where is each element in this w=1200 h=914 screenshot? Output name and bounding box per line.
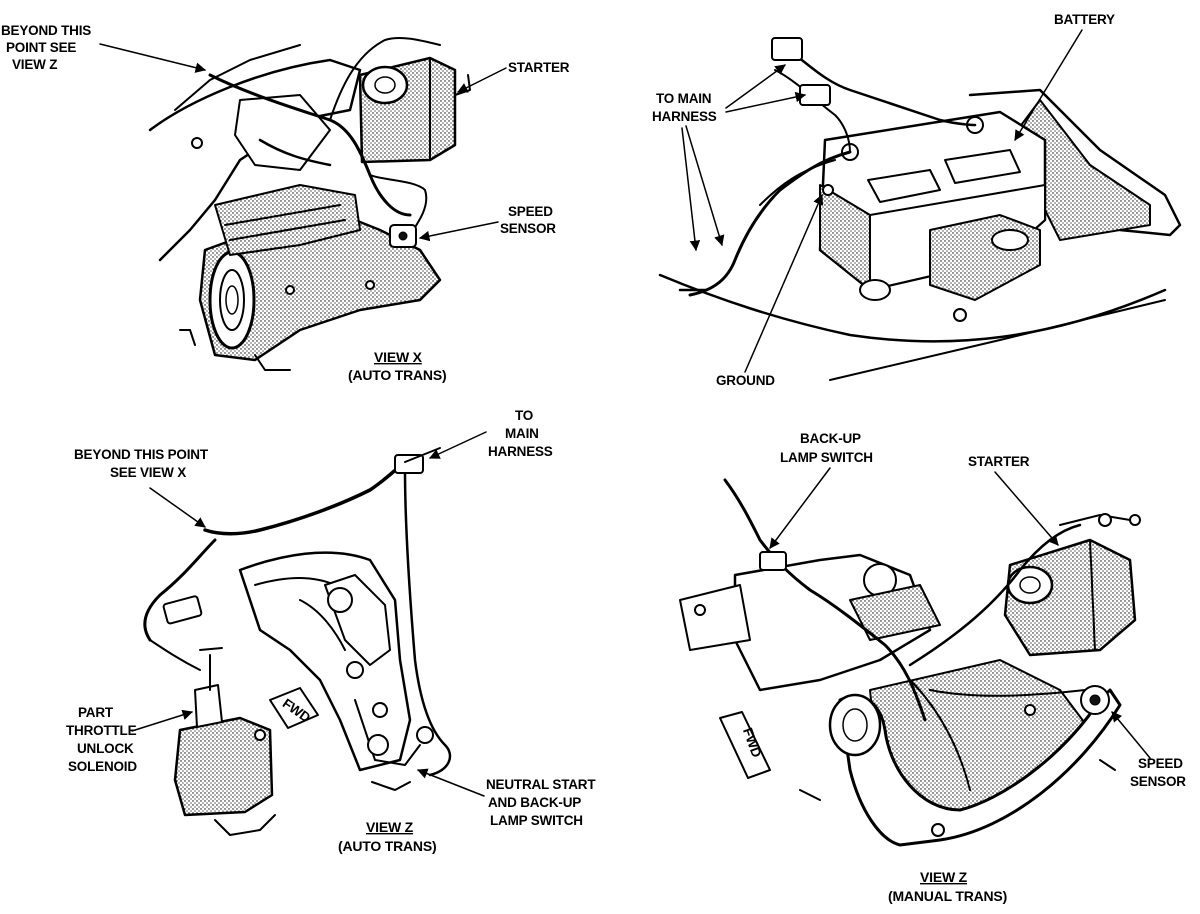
ground-text: GROUND bbox=[716, 373, 775, 388]
leader-neutral bbox=[417, 768, 485, 797]
leader-backup bbox=[769, 467, 831, 549]
view-x-caption: VIEW X (AUTO TRANS) bbox=[348, 349, 447, 383]
battery-label-battery: BATTERY bbox=[1014, 12, 1115, 141]
battery-drawing bbox=[658, 37, 1182, 381]
leader-harness-a bbox=[725, 64, 786, 109]
view-z-auto-label-to-main: TO MAIN HARNESS bbox=[429, 408, 553, 459]
view-x-speed-line1: SPEED bbox=[508, 204, 553, 219]
view-z-auto-label-beyond-x: BEYOND THIS POINT SEE VIEW X bbox=[74, 447, 209, 528]
pto-line1: PART bbox=[78, 705, 114, 720]
leader-beyond-x bbox=[149, 487, 206, 528]
view-x-beyond-z-line1: BEYOND THIS bbox=[1, 23, 91, 38]
pto-line2: THROTTLE bbox=[66, 723, 137, 738]
view-z-manual-drawing: FWD bbox=[679, 478, 1141, 847]
panel-view-x: BEYOND THIS POINT SEE VIEW Z STARTER SPE… bbox=[1, 23, 570, 383]
battery-label-ground: GROUND bbox=[716, 194, 824, 388]
view-x-speed-line2: SENSOR bbox=[500, 221, 556, 236]
backup-line2: LAMP SWITCH bbox=[780, 450, 873, 465]
view-x-label-beyond-z: BEYOND THIS POINT SEE VIEW Z bbox=[1, 23, 207, 73]
view-x-beyond-z-line2: POINT SEE bbox=[6, 40, 76, 55]
leader-starter-x bbox=[457, 67, 507, 93]
view-z-auto-caption: VIEW Z (AUTO TRANS) bbox=[338, 819, 437, 854]
view-z-manual-label-backup: BACK-UP LAMP SWITCH bbox=[769, 431, 873, 549]
leader-speed-manual bbox=[1111, 711, 1151, 759]
view-z-auto-drawing: FWD bbox=[143, 447, 452, 836]
view-x-label-speed-sensor: SPEED SENSOR bbox=[418, 204, 556, 242]
view-z-auto-label-neutral: NEUTRAL START AND BACK-UP LAMP SWITCH bbox=[417, 768, 597, 828]
pto-line3: UNLOCK bbox=[77, 741, 134, 756]
view-x-starter-text: STARTER bbox=[508, 60, 570, 75]
leader-speed-x bbox=[418, 221, 499, 242]
battery-to-main-line2: HARNESS bbox=[652, 109, 717, 124]
pto-line4: SOLENOID bbox=[68, 759, 137, 774]
view-z-manual-caption-subtitle: (MANUAL TRANS) bbox=[888, 888, 1007, 904]
neutral-line1: NEUTRAL START bbox=[486, 777, 596, 792]
leader-ground bbox=[744, 194, 824, 373]
leader-beyond-z bbox=[99, 43, 207, 73]
neutral-line2: AND BACK-UP bbox=[488, 795, 581, 810]
view-z-manual-label-starter: STARTER bbox=[968, 454, 1059, 546]
view-x-caption-subtitle: (AUTO TRANS) bbox=[348, 367, 446, 383]
view-x-caption-title: VIEW X bbox=[374, 349, 423, 365]
battery-to-main-line1: TO MAIN bbox=[656, 91, 711, 106]
leader-harness-c bbox=[681, 127, 701, 252]
beyond-x-line1: BEYOND THIS POINT bbox=[74, 447, 209, 462]
view-z-auto-caption-subtitle: (AUTO TRANS) bbox=[338, 838, 436, 854]
view-z-auto-label-pto: PART THROTTLE UNLOCK SOLENOID bbox=[66, 705, 194, 774]
leader-starter-manual bbox=[994, 471, 1059, 546]
manual-speed-line1: SPEED bbox=[1138, 756, 1183, 771]
backup-line1: BACK-UP bbox=[800, 431, 861, 446]
view-x-beyond-z-line3: VIEW Z bbox=[12, 57, 57, 72]
manual-speed-line2: SENSOR bbox=[1130, 774, 1186, 789]
view-z-auto-caption-title: VIEW Z bbox=[366, 819, 414, 835]
leader-harness-b bbox=[725, 91, 807, 113]
beyond-x-line2: SEE VIEW X bbox=[110, 465, 186, 480]
panel-battery: TO MAIN HARNESS BATTERY GROUND bbox=[652, 12, 1182, 388]
neutral-line3: LAMP SWITCH bbox=[490, 813, 583, 828]
view-x-drawing bbox=[148, 36, 471, 371]
battery-label-to-main-harness: TO MAIN HARNESS bbox=[652, 64, 807, 252]
view-z-manual-label-speed: SPEED SENSOR bbox=[1111, 711, 1186, 789]
leader-harness-d bbox=[685, 125, 725, 247]
panel-view-z-manual: FWD BACK-UP LAMP SWITCH STARTER SPEED SE… bbox=[679, 431, 1186, 904]
view-z-manual-caption: VIEW Z (MANUAL TRANS) bbox=[888, 869, 1007, 904]
manual-starter-text: STARTER bbox=[968, 454, 1030, 469]
to-main-line3: HARNESS bbox=[488, 444, 553, 459]
panel-view-z-auto: FWD BEYOND THIS POINT SEE VIEW X TO MAIN… bbox=[66, 408, 597, 854]
to-main-line2: MAIN bbox=[505, 426, 539, 441]
battery-text: BATTERY bbox=[1054, 12, 1115, 27]
leader-battery bbox=[1014, 29, 1083, 141]
to-main-line1: TO bbox=[515, 408, 533, 423]
leader-pto bbox=[131, 709, 194, 732]
leader-to-main-auto bbox=[429, 431, 487, 459]
view-x-label-starter: STARTER bbox=[457, 60, 570, 93]
view-z-manual-caption-title: VIEW Z bbox=[920, 869, 968, 885]
